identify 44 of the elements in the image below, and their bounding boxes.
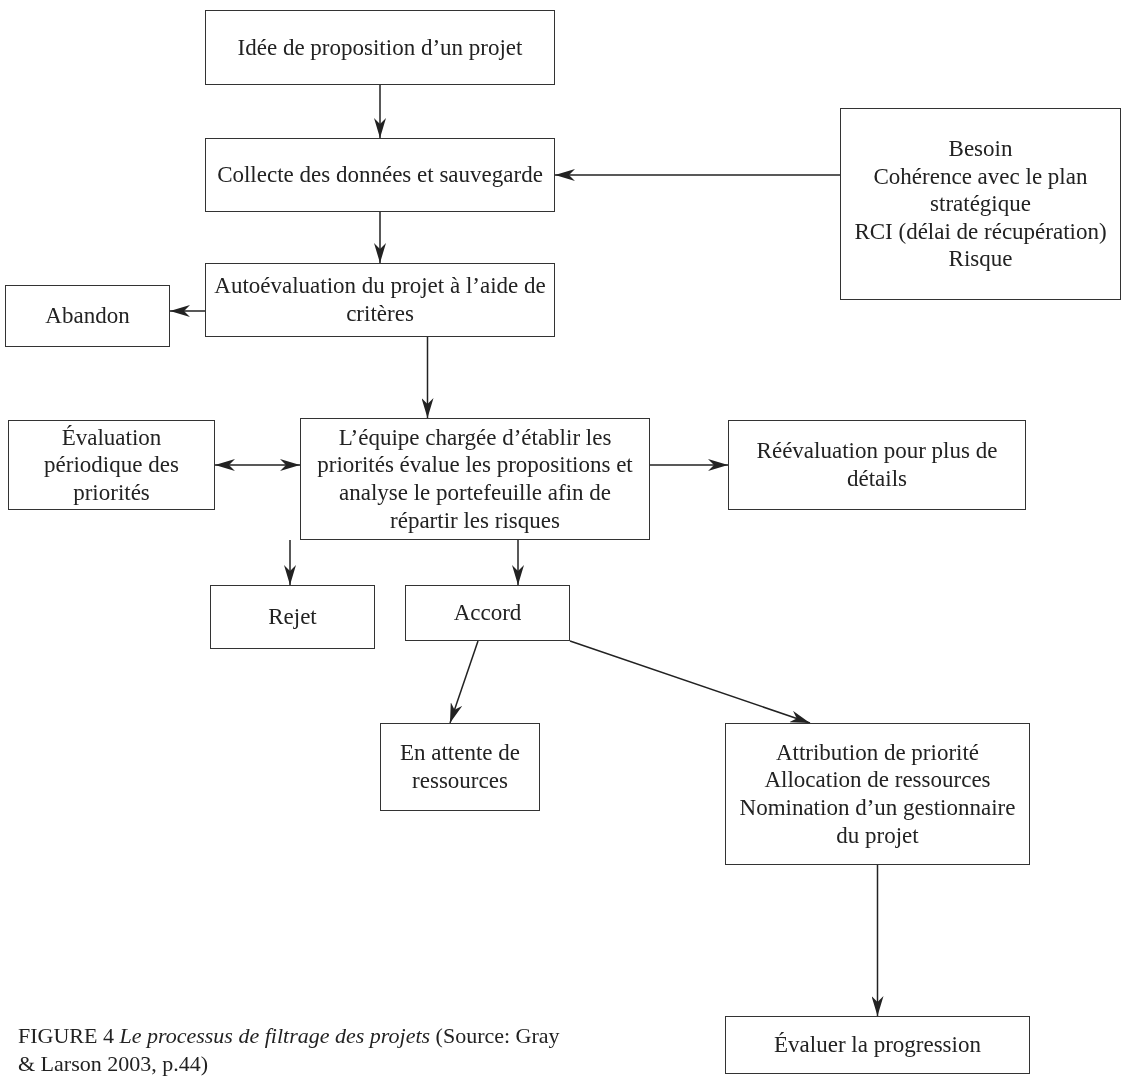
arrow [284, 539, 296, 586]
box-text: Collecte des données et sauvegarde [217, 161, 543, 189]
process-box [725, 723, 1030, 865]
arrow [169, 305, 206, 317]
arrow [374, 84, 386, 139]
process-box [210, 585, 375, 649]
box-text: Cohérence avec le plan stratégique [872, 162, 1089, 218]
process-box [300, 418, 650, 540]
arrow [569, 640, 811, 724]
box-text: Besoin [948, 135, 1013, 163]
box-text: Nomination d’un gestionnaire du projet [738, 794, 1017, 850]
box-text: En attente de ressources [398, 739, 522, 795]
arrow [449, 640, 479, 724]
box-text: Accord [453, 599, 522, 627]
arrow [374, 211, 386, 264]
process-box [205, 263, 555, 337]
box-text: Rejet [268, 603, 317, 631]
box-text: Évaluer la progression [774, 1031, 981, 1059]
process-box [725, 1016, 1030, 1074]
box-text: Abandon [45, 302, 130, 330]
box-text: Réévaluation pour plus de détails [755, 437, 999, 493]
arrow [554, 169, 841, 181]
process-box [840, 108, 1121, 300]
process-box [405, 585, 570, 641]
box-text: Attribution de priorité [775, 738, 980, 767]
arrow [871, 864, 884, 1017]
arrow [421, 336, 434, 419]
process-box [205, 10, 555, 85]
box-text: L’équipe chargée d’établir les priorités évalue les propositions et analyse le portefeuille afin de répartir les risques [316, 423, 634, 535]
arrow [649, 459, 729, 471]
arrow [214, 459, 301, 471]
process-box [5, 285, 170, 347]
process-box [728, 420, 1026, 510]
box-text: Risque [948, 245, 1013, 273]
process-box [205, 138, 555, 212]
box-text: Allocation de ressources [764, 766, 991, 794]
arrow [512, 539, 524, 586]
box-text: Autoévaluation du projet à l’aide de critères [214, 272, 546, 328]
box-text: RCI (délai de récupération) [854, 217, 1107, 246]
process-box [380, 723, 540, 811]
process-box [8, 420, 215, 510]
figure-caption: FIGURE 4 Le processus de filtrage des projets (Source: Gray & Larson 2003, p.44) [18, 1022, 561, 1076]
box-text: Évaluation périodique des priorités [43, 423, 180, 507]
box-text: Idée de proposition d’un projet [237, 33, 523, 62]
